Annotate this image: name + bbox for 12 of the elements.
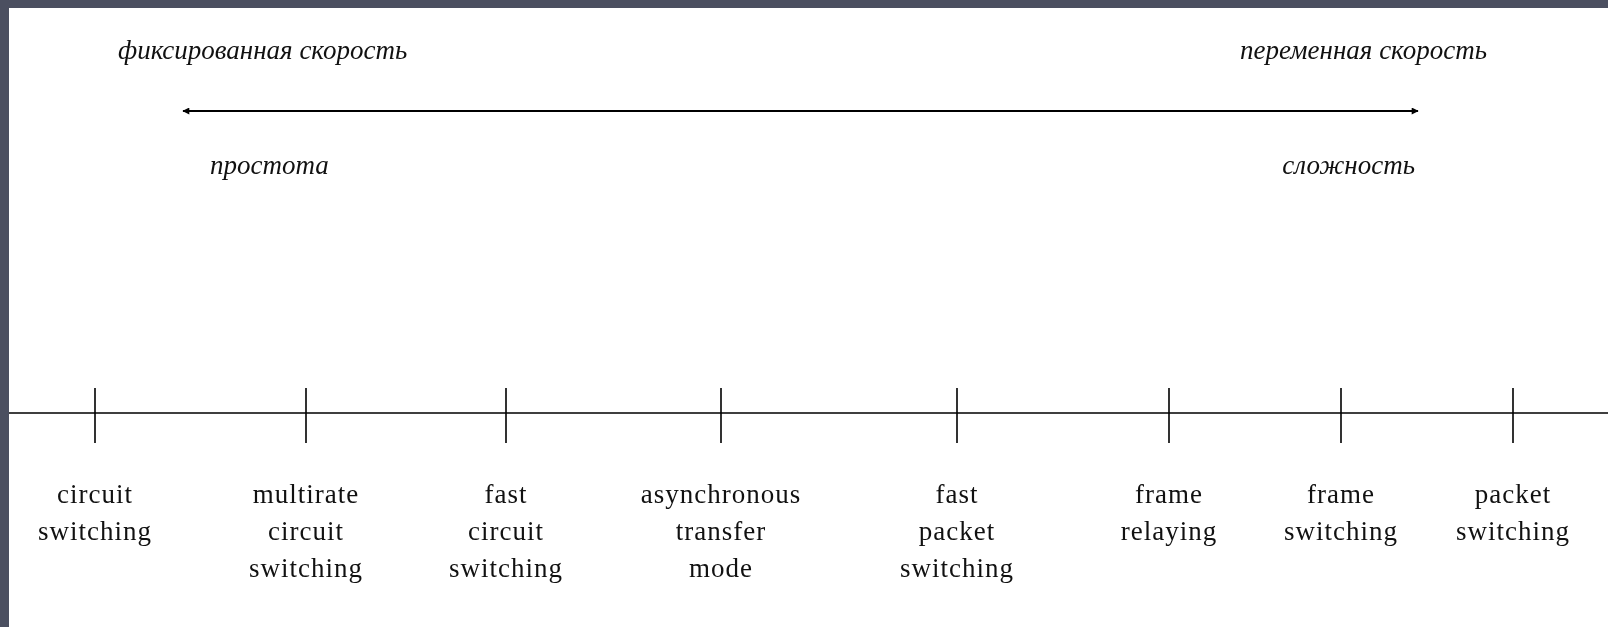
category-label: fast circuit switching [449, 478, 563, 585]
category-label: frame switching [1284, 478, 1398, 548]
category-label: asynchronous transfer mode [640, 478, 802, 585]
scale-end-label: сложность [1282, 149, 1415, 181]
scale-end-label: переменная скорость [1240, 34, 1487, 66]
category-label: circuit switching [38, 478, 152, 548]
category-label: frame relaying [1120, 478, 1218, 548]
category-label: fast packet switching [900, 478, 1014, 585]
category-label: packet switching [1456, 478, 1570, 548]
category-label: multirate circuit switching [249, 478, 363, 585]
scale-end-label: фиксированная скорость [118, 34, 408, 66]
scale-end-label: простота [210, 149, 329, 181]
